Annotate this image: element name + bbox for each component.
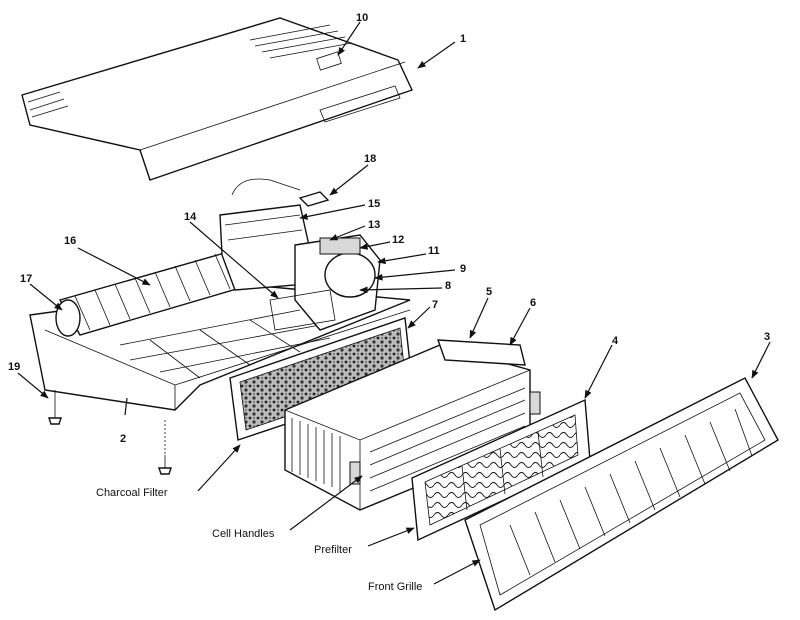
- label-cell-handles: Cell Handles: [212, 528, 275, 540]
- callout-16: 16: [64, 235, 76, 247]
- callout-7: 7: [432, 299, 438, 311]
- callout-6: 6: [530, 297, 536, 309]
- screws: [48, 390, 172, 475]
- callout-19: 19: [8, 361, 20, 373]
- leader-lines: [17, 21, 771, 585]
- part-labels: Charcoal Filter Cell Handles Prefilter F…: [96, 487, 422, 593]
- front-grille: [464, 377, 779, 612]
- callout-18: 18: [364, 153, 376, 165]
- callout-1: 1: [460, 33, 466, 45]
- label-prefilter: Prefilter: [314, 544, 352, 556]
- motor-assembly: [219, 178, 381, 331]
- callout-10: 10: [356, 12, 368, 24]
- label-charcoal-filter: Charcoal Filter: [96, 487, 168, 499]
- callout-11: 11: [428, 245, 440, 257]
- callout-17: 17: [20, 273, 32, 285]
- callout-12: 12: [392, 234, 404, 246]
- electronic-cells: [284, 339, 541, 511]
- callout-13: 13: [368, 219, 380, 231]
- label-front-grille: Front Grille: [368, 581, 422, 593]
- callout-15: 15: [368, 198, 380, 210]
- callout-2: 2: [120, 433, 126, 445]
- callout-4: 4: [612, 335, 619, 347]
- callout-numbers: 1 2 3 4 5 6 7 8 9 10 11 12 13 14 15 16 1…: [8, 12, 770, 445]
- callout-14: 14: [184, 211, 197, 223]
- top-cover: [21, 17, 413, 181]
- callout-9: 9: [460, 263, 466, 275]
- callout-8: 8: [445, 280, 451, 292]
- callout-3: 3: [764, 331, 770, 343]
- callout-5: 5: [486, 286, 492, 298]
